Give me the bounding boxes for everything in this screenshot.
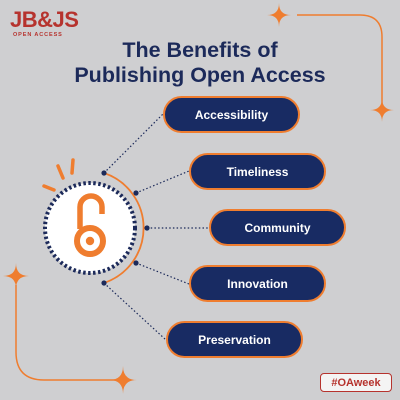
sparkle-icon	[109, 366, 137, 394]
benefit-pill-timeliness: Timeliness	[189, 153, 326, 190]
benefit-pill-community: Community	[209, 209, 346, 246]
benefit-pill-innovation: Innovation	[189, 265, 326, 302]
connector-dot	[101, 170, 107, 176]
sparkle-icon	[3, 263, 29, 289]
benefit-label: Innovation	[227, 276, 288, 291]
connector-dots	[101, 170, 150, 286]
sparkle-icon	[267, 3, 291, 27]
connector-line-innovation	[135, 262, 190, 285]
open-access-lock-icon	[74, 193, 106, 257]
benefit-pill-preservation: Preservation	[166, 321, 303, 358]
benefit-label: Accessibility	[194, 107, 269, 122]
connector-dot	[144, 225, 150, 231]
connector-arc	[103, 172, 145, 284]
journal-logo-subtitle: OPEN ACCESS	[13, 32, 63, 38]
benefit-label: Community	[244, 220, 311, 235]
connector-dot	[133, 190, 139, 196]
benefit-label: Preservation	[198, 332, 271, 347]
connector-lines	[103, 113, 209, 341]
connector-line-accessibility	[103, 113, 164, 174]
sparkle-icon	[370, 98, 394, 122]
page-title: The Benefits of Publishing Open Access	[40, 38, 360, 88]
page-title-line-1: The Benefits of	[122, 38, 278, 62]
benefit-label: Timeliness	[226, 164, 289, 179]
page-title-line-2: Publishing Open Access	[74, 63, 326, 87]
open-access-emblem	[43, 181, 137, 275]
decor-line-top-right	[297, 14, 383, 104]
connector-dot	[101, 280, 107, 286]
connector-line-preservation	[103, 282, 167, 341]
burst-rays	[42, 158, 75, 192]
connector-line-timeliness	[135, 170, 190, 194]
journal-logo: JB&JS	[10, 7, 79, 32]
decor-line-bottom-left	[15, 285, 120, 381]
benefit-pill-accessibility: Accessibility	[163, 96, 300, 133]
connector-dot	[133, 260, 139, 266]
hashtag-badge: #OAweek	[320, 373, 392, 392]
